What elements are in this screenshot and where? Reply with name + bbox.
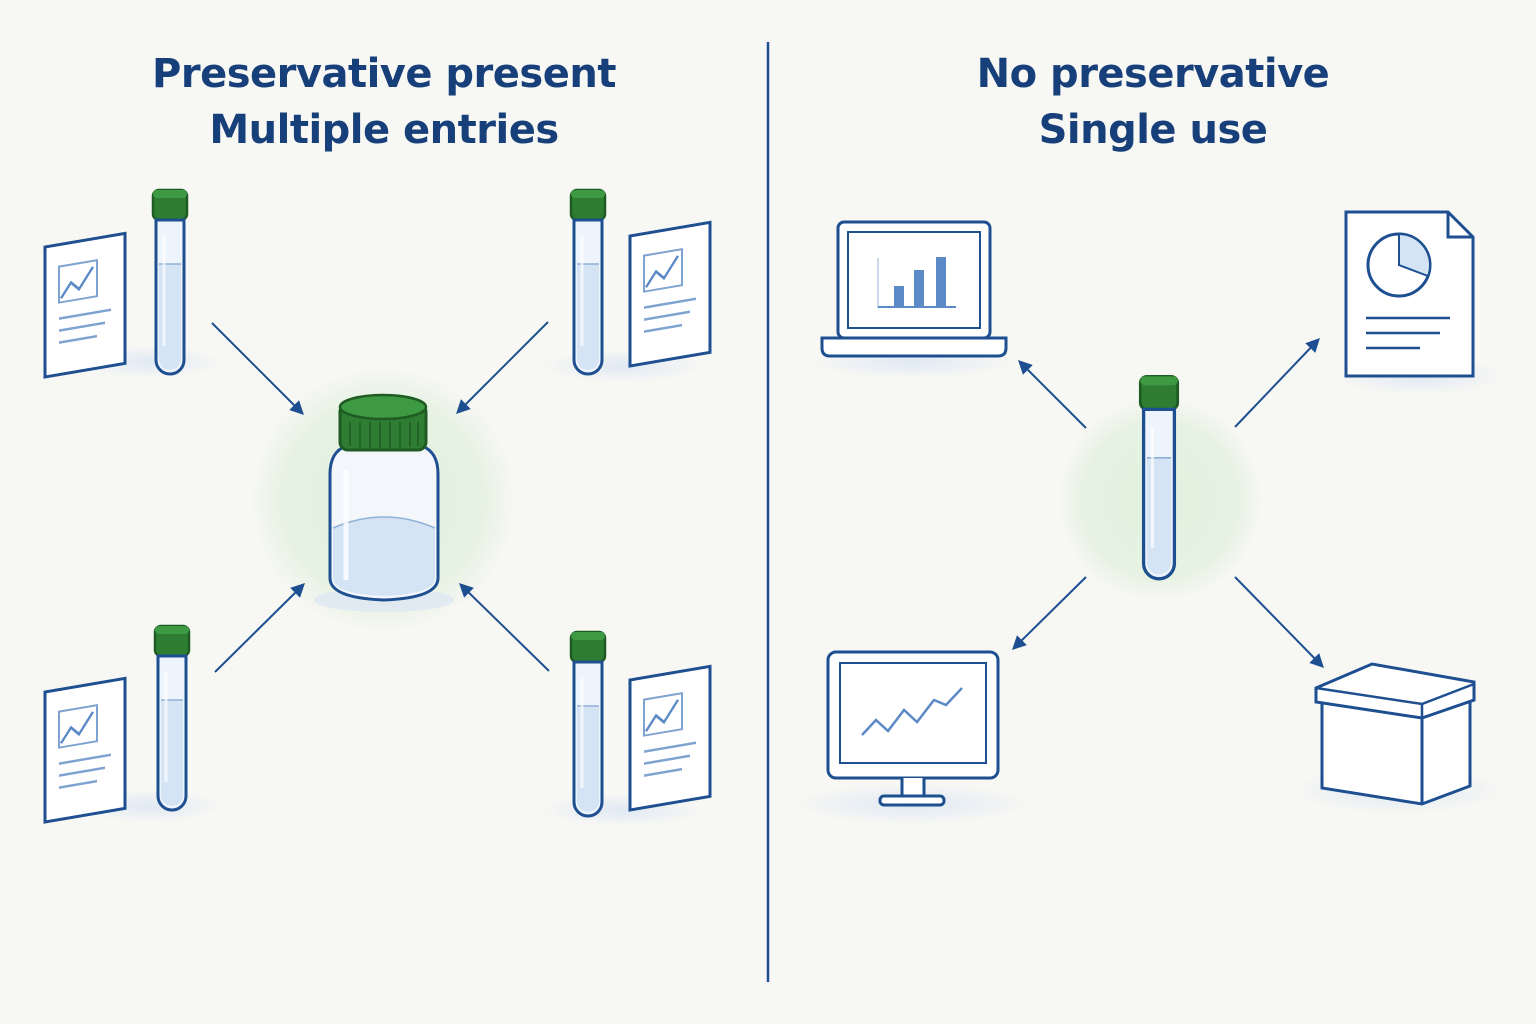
chart-document-icon — [628, 220, 712, 368]
source-group-bottom-right — [542, 630, 712, 826]
monitor-line-chart-icon — [794, 650, 1030, 824]
storage-box-icon — [1294, 662, 1502, 814]
right-panel — [794, 210, 1504, 824]
source-group-top-right — [542, 188, 712, 382]
arrow-bottom-right-to-vial — [458, 583, 550, 672]
arrow-top-right-to-vial — [456, 321, 549, 414]
test-tube-icon — [151, 188, 189, 376]
test-tube-icon — [569, 630, 607, 818]
arrow-top-left-to-vial — [211, 322, 304, 415]
pie-chart-document-icon — [1336, 210, 1504, 394]
arrow-tube-to-laptop — [1018, 360, 1087, 429]
right-title-line2: Single use — [1038, 107, 1268, 153]
chart-document-icon — [628, 664, 712, 812]
left-panel-title: Preservative present Multiple entries — [0, 46, 768, 158]
source-group-bottom-left — [43, 624, 222, 824]
arrow-tube-to-monitor — [1012, 576, 1087, 650]
single-test-tube-icon — [1138, 374, 1180, 581]
arrow-bottom-left-to-vial — [214, 583, 305, 673]
laptop-bar-chart-icon — [812, 220, 1012, 378]
left-title-line2: Multiple entries — [209, 107, 559, 153]
source-group-top-left — [43, 188, 220, 379]
multi-dose-vial-icon — [314, 393, 454, 612]
chart-document-icon — [43, 676, 127, 824]
left-panel — [43, 188, 712, 826]
test-tube-icon — [569, 188, 607, 376]
arrow-tube-to-box — [1234, 576, 1324, 669]
test-tube-icon — [153, 624, 191, 812]
right-panel-title: No preservative Single use — [770, 46, 1536, 158]
right-title-line1: No preservative — [976, 51, 1330, 97]
left-title-line1: Preservative present — [152, 51, 616, 97]
arrow-tube-to-document — [1234, 337, 1320, 428]
chart-document-icon — [43, 231, 127, 379]
